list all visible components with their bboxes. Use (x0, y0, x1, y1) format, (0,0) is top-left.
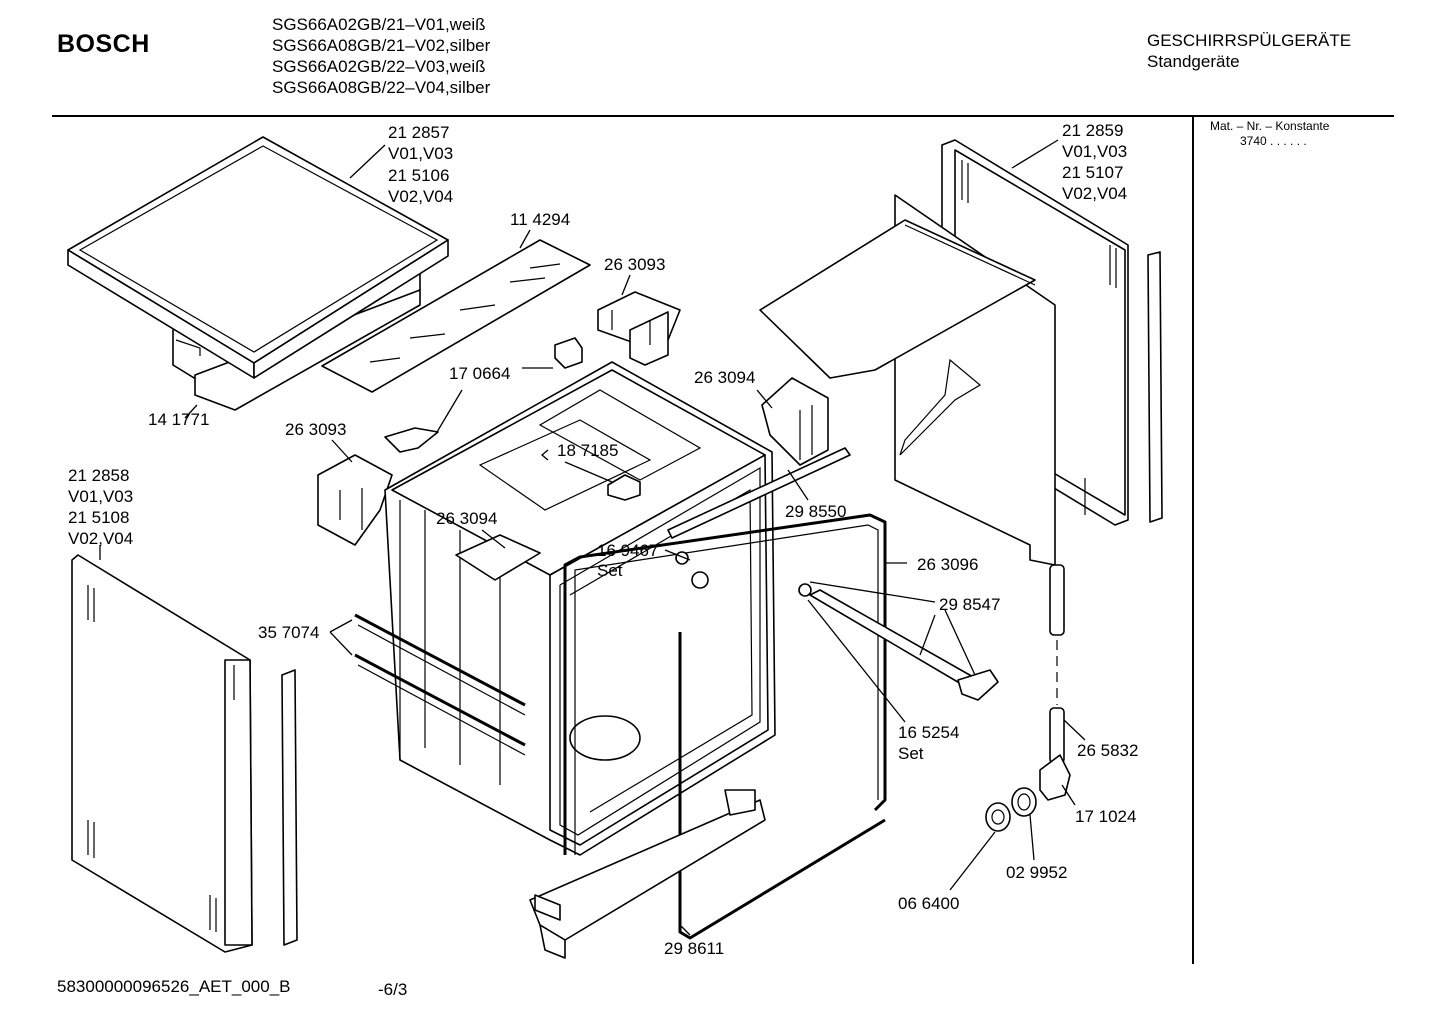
svg-text:26 3094: 26 3094 (694, 368, 755, 387)
leader-lines (99, 139, 1086, 936)
dishwasher-tub (384, 361, 776, 856)
model-line: SGS66A08GB/22–V04,silber (272, 78, 491, 97)
part-label: 06 6400 (898, 894, 959, 913)
svg-text:29 8547: 29 8547 (939, 595, 1000, 614)
svg-text:11 4294: 11 4294 (510, 210, 570, 229)
side-rails (354, 613, 526, 756)
model-list: SGS66A02GB/21–V01,weiß SGS66A08GB/21–V02… (272, 14, 490, 98)
part-label: 02 9952 (1006, 863, 1067, 882)
svg-text:26 3093: 26 3093 (604, 255, 665, 274)
svg-text:29 8611: 29 8611 (664, 939, 724, 958)
svg-text:26 3096: 26 3096 (917, 555, 978, 574)
worktop-cover (67, 136, 449, 411)
center-parts (607, 474, 709, 589)
rear-panel (759, 194, 1086, 566)
svg-text:26 3093: 26 3093 (285, 420, 346, 439)
svg-text:02 9952: 02 9952 (1006, 863, 1067, 882)
mounting-brackets (384, 337, 583, 453)
part-label: 26 5832 (1077, 741, 1138, 760)
part-label: 17 0664 (449, 364, 510, 383)
hinge-bracket-left (317, 454, 393, 546)
svg-text:06 6400: 06 6400 (898, 894, 959, 913)
part-label: 26 3096 (917, 555, 978, 574)
base-plinth (529, 789, 766, 959)
svg-text:29 8550: 29 8550 (785, 502, 846, 521)
svg-text:35 7074: 35 7074 (258, 623, 319, 642)
part-label: 35 7074 (258, 623, 319, 642)
category-subtitle: Standgeräte (1147, 52, 1240, 71)
material-note-code: 3740 . . . . . . (1210, 134, 1329, 149)
svg-text:26 3094: 26 3094 (436, 509, 497, 528)
side-trim-left (281, 669, 298, 946)
hinge-bracket-top (597, 291, 681, 366)
part-label: 14 1771 (148, 410, 209, 429)
cross-rail (667, 447, 851, 539)
category-block: GESCHIRRSPÜLGERÄTE Standgeräte (1147, 30, 1351, 72)
category-title: GESCHIRRSPÜLGERÄTE (1147, 31, 1352, 50)
svg-text:17 1024: 17 1024 (1075, 807, 1136, 826)
model-line: SGS66A02GB/22–V03,weiß (272, 57, 486, 76)
material-note: Mat. – Nr. – Konstante 3740 . . . . . . (1210, 119, 1329, 149)
part-label: 26 3093 (285, 420, 346, 439)
part-label: 11 4294 (510, 210, 570, 229)
brand-logo: BOSCH (57, 30, 150, 58)
part-label: 29 8547 (939, 595, 1000, 614)
part-label: 29 8550 (785, 502, 846, 521)
hinge-bracket-right (761, 377, 829, 466)
tie-bar (798, 583, 999, 701)
svg-text:14 1771: 14 1771 (148, 410, 209, 429)
material-note-label: Mat. – Nr. – Konstante (1210, 119, 1330, 133)
part-label: 26 3094 (694, 368, 755, 387)
page-number: -6/3 (378, 980, 408, 999)
svg-text:17 0664: 17 0664 (449, 364, 510, 383)
side-divider (1192, 116, 1194, 964)
svg-text:26 5832: 26 5832 (1077, 741, 1138, 760)
inlet-hose (1049, 564, 1065, 764)
part-label: 17 1024 (1075, 807, 1136, 826)
side-panel-left (71, 554, 253, 953)
header-divider (52, 115, 1394, 117)
protective-film (321, 239, 591, 393)
door-seal (563, 513, 887, 940)
model-line: SGS66A02GB/21–V01,weiß (272, 15, 486, 34)
side-trim-right (1147, 251, 1163, 523)
part-label: 26 3094 (436, 509, 497, 528)
material-dots: . . . . . . (1270, 134, 1307, 148)
svg-text:18 7185: 18 7185 (557, 441, 618, 460)
part-label: 29 8611 (664, 939, 724, 958)
part-label: 18 7185 (557, 441, 618, 460)
part-label: 26 3093 (604, 255, 665, 274)
material-code: 3740 (1240, 134, 1267, 148)
model-line: SGS66A08GB/21–V02,silber (272, 36, 491, 55)
document-number: 58300000096526_AET_000_B (57, 977, 291, 996)
fittings (985, 754, 1071, 832)
